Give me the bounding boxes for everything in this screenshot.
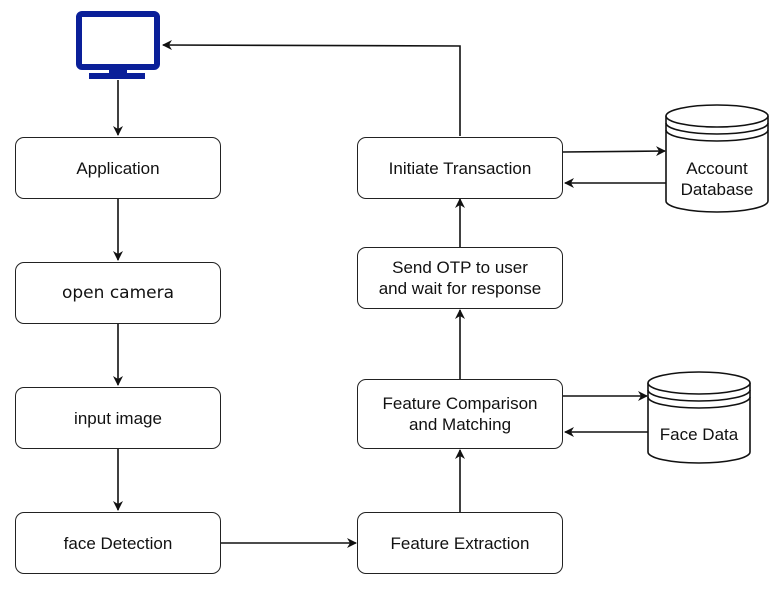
account-database-cylinder (665, 104, 769, 213)
node-face-detection-label: face Detection (63, 533, 173, 553)
node-input-image: input image (15, 387, 221, 449)
account-database-label-1: Account (686, 159, 748, 178)
node-initiate-transaction-label: Initiate Transaction (388, 158, 532, 178)
node-face-detection: face Detection (15, 512, 221, 574)
monitor-icon (76, 11, 160, 79)
node-input-image-label: input image (74, 408, 162, 428)
node-feature-comparison-label-2: and Matching (408, 415, 512, 434)
node-application-label: Application (76, 158, 160, 178)
edge-initiate-account-db (562, 146, 666, 157)
node-send-otp-label-3: and wait for response (378, 279, 542, 298)
account-database-label-2: Database (680, 180, 754, 199)
node-open-camera: open camera (15, 262, 221, 324)
account-database-label: Account Database (666, 158, 768, 200)
node-feature-comparison-label-1: Feature Comparison (382, 394, 538, 413)
node-open-camera-label: open camera (61, 282, 175, 303)
face-data-label-text: Face Data (659, 425, 739, 444)
face-data-label: Face Data (648, 424, 750, 445)
node-feature-extraction-label: Feature Extraction (390, 533, 530, 553)
node-send-otp-label-1: Send OTP to (392, 258, 491, 277)
node-feature-extraction: Feature Extraction (357, 512, 563, 574)
node-application: Application (15, 137, 221, 199)
edge-initiate-monitor (162, 40, 461, 136)
node-initiate-transaction: Initiate Transaction (357, 137, 563, 199)
node-send-otp-label-2: user (494, 258, 528, 277)
face-data-cylinder (647, 371, 751, 464)
node-send-otp: Send OTP to user and wait for response (357, 247, 563, 309)
node-feature-comparison: Feature Comparison and Matching (357, 379, 563, 449)
